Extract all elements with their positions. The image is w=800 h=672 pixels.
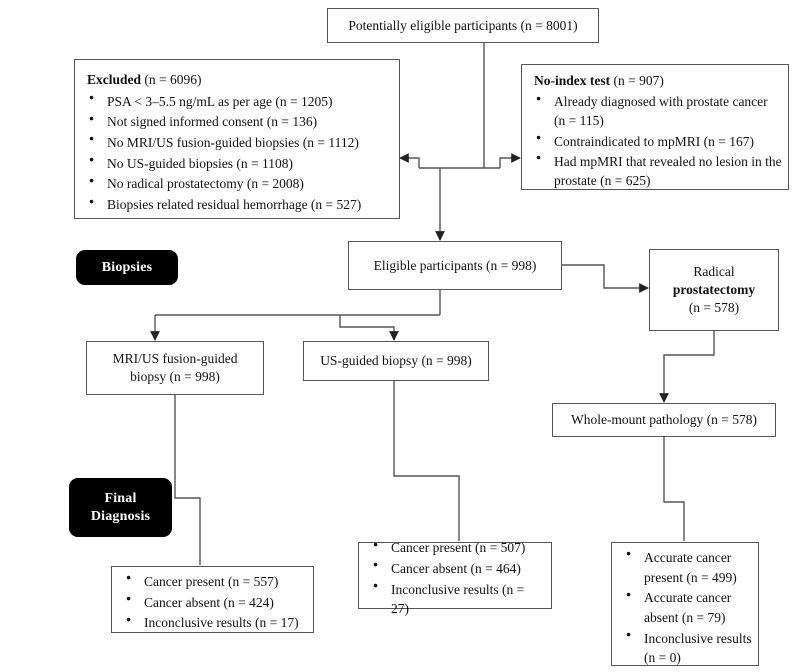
list-item: Contraindicated to mpMRI (n = 167) <box>536 131 782 151</box>
node-eligible-participants-label: Eligible participants (n = 998) <box>373 257 537 273</box>
node-us-results-list: Cancer present (n = 507) Cancer absent (… <box>359 538 551 620</box>
list-item: Cancer absent (n = 424) <box>126 592 307 613</box>
list-item: Biopsies related residual hemorrhage (n … <box>89 195 393 215</box>
list-item: Inconclusive results (n = 17) <box>126 613 307 633</box>
radical-line-2: prostatectomy <box>672 282 756 298</box>
node-whole-mount-pathology-label: Whole-mount pathology (n = 578) <box>570 412 758 428</box>
edge-prostatectomy-to-pathology <box>659 331 715 403</box>
node-radical-prostatectomy-label: Radical prostatectomy (n = 578) <box>667 263 761 316</box>
list-item: Already diagnosed with prostate cancer (… <box>536 92 782 130</box>
list-item: Accurate cancer present (n = 499) <box>626 547 752 587</box>
edge-pathology-to-results <box>663 437 685 541</box>
list-item: Not signed informed consent (n = 136) <box>89 112 393 132</box>
edge-mri-us-to-results <box>174 395 201 565</box>
stage-label-final-diagnosis-text: Final Diagnosis <box>90 491 151 524</box>
node-mri-us-fusion-biopsy: MRI/US fusion-guided biopsy (n = 998) <box>86 341 264 395</box>
node-no-index-test: No-index test (n = 907) Already diagnose… <box>521 64 789 190</box>
node-mri-us-results-list: Cancer present (n = 557) Cancer absent (… <box>112 571 313 634</box>
node-no-index-test-heading-rest: (n = 907) <box>610 73 664 88</box>
edge-to-no-index-test <box>499 153 521 168</box>
node-us-results: Cancer present (n = 507) Cancer absent (… <box>358 538 552 616</box>
node-no-index-test-heading: No-index test (n = 907) <box>522 72 788 92</box>
radical-line-1: Radical <box>693 264 735 280</box>
stage-label-biopsies: Biopsies <box>76 250 178 285</box>
node-radical-prostatectomy: Radical prostatectomy (n = 578) <box>649 249 779 331</box>
edge-eligible-to-prostatectomy <box>562 264 649 293</box>
list-item: Cancer absent (n = 464) <box>373 558 545 579</box>
node-mri-us-fusion-biopsy-label: MRI/US fusion-guided biopsy (n = 998) <box>112 351 238 384</box>
node-us-guided-biopsy: US-guided biopsy (n = 998) <box>303 341 489 381</box>
radical-line-3: (n = 578) <box>688 299 740 315</box>
list-item: Cancer present (n = 557) <box>126 571 307 592</box>
list-item: Had mpMRI that revealed no lesion in the… <box>536 151 782 190</box>
list-item: No MRI/US fusion-guided biopsies (n = 11… <box>89 132 393 153</box>
list-item: No radical prostatectomy (n = 2008) <box>89 174 393 194</box>
stage-label-final-diagnosis: Final Diagnosis <box>69 478 172 537</box>
node-excluded-heading-bold: Excluded <box>87 72 142 88</box>
node-mri-us-results: Cancer present (n = 557) Cancer absent (… <box>111 566 314 633</box>
node-excluded-list: PSA < 3–5.5 ng/mL as per age (n = 1205) … <box>75 91 399 216</box>
list-item: No US-guided biopsies (n = 1108) <box>89 153 393 174</box>
list-item: Accurate cancer absent (n = 79) <box>626 588 752 627</box>
node-us-guided-biopsy-label: US-guided biopsy (n = 998) <box>320 353 472 369</box>
stage-label-biopsies-text: Biopsies <box>101 259 153 275</box>
node-excluded-heading-rest: (n = 6096) <box>141 72 202 88</box>
node-eligible-participants: Eligible participants (n = 998) <box>348 241 562 290</box>
list-item: Inconclusive results (n = 0) <box>626 628 752 668</box>
edge-us-to-results <box>393 381 460 541</box>
node-excluded-heading: Excluded (n = 6096) <box>75 71 399 91</box>
node-whole-mount-pathology: Whole-mount pathology (n = 578) <box>552 403 776 437</box>
node-potentially-eligible: Potentially eligible participants (n = 8… <box>327 8 599 43</box>
node-potentially-eligible-label: Potentially eligible participants (n = 8… <box>348 17 578 33</box>
list-item: PSA < 3–5.5 ng/mL as per age (n = 1205) <box>89 91 393 112</box>
edge-to-us-biopsy <box>339 315 399 341</box>
edge-to-excluded <box>399 153 420 168</box>
node-no-index-test-heading-bold: No-index test <box>534 73 611 88</box>
list-item: Inconclusive results (n = 27) <box>373 579 545 619</box>
list-item: Cancer present (n = 507) <box>373 538 545 558</box>
node-excluded: Excluded (n = 6096) PSA < 3–5.5 ng/mL as… <box>74 59 400 219</box>
node-pathology-results: Accurate cancer present (n = 499) Accura… <box>611 542 759 666</box>
node-pathology-results-list: Accurate cancer present (n = 499) Accura… <box>612 547 758 669</box>
node-no-index-test-list: Already diagnosed with prostate cancer (… <box>522 92 788 191</box>
